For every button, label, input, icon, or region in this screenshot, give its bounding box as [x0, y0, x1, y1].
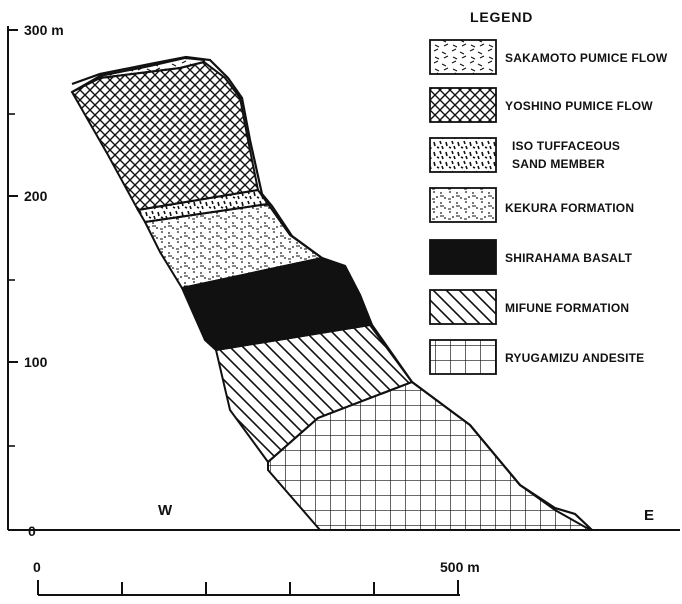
legend-title: LEGEND: [470, 9, 533, 25]
vertical-axis: 300 m 200 100 0: [7, 22, 64, 539]
legend-swatch-shirahama: [429, 239, 497, 275]
legend-swatch-yoshino: [429, 87, 497, 123]
legend-swatch-kekura: [429, 187, 497, 223]
legend-label-iso-line-1: ISO TUFFACEOUS: [512, 139, 620, 153]
y-tick-label-100: 100: [24, 354, 48, 370]
legend-label-shirahama: SHIRAHAMA BASALT: [505, 251, 633, 265]
scale-start-label: 0: [33, 559, 41, 575]
legend-swatch-sakamoto: [429, 39, 497, 75]
legend-label-yoshino: YOSHINO PUMICE FLOW: [505, 99, 653, 113]
legend-label-mifune: MIFUNE FORMATION: [505, 301, 629, 315]
legend-label-kekura: KEKURA FORMATION: [505, 201, 634, 215]
legend: LEGEND SAKAMOTO PUMICE FLOW YOSHINO PUMI…: [429, 9, 668, 375]
yoshino-pumice-flow-layer: [70, 60, 260, 212]
legend-swatch-ryugamizu: [429, 339, 497, 375]
strata: [70, 55, 593, 531]
legend-label-sakamoto: SAKAMOTO PUMICE FLOW: [505, 51, 668, 65]
y-tick-label-200: 200: [24, 188, 48, 204]
horizontal-scale-bar: 0 500 m: [33, 559, 480, 596]
ground-surface-line: [71, 55, 593, 531]
legend-label-iso-line-2: SAND MEMBER: [512, 157, 605, 171]
east-label: E: [644, 507, 654, 524]
legend-label-ryugamizu: RYUGAMIZU ANDESITE: [505, 351, 644, 365]
west-label: W: [158, 502, 173, 519]
scale-end-label: 500 m: [440, 559, 480, 575]
legend-swatch-iso: [429, 137, 497, 173]
y-tick-label-300: 300 m: [24, 22, 64, 38]
legend-swatch-mifune: [429, 289, 497, 325]
